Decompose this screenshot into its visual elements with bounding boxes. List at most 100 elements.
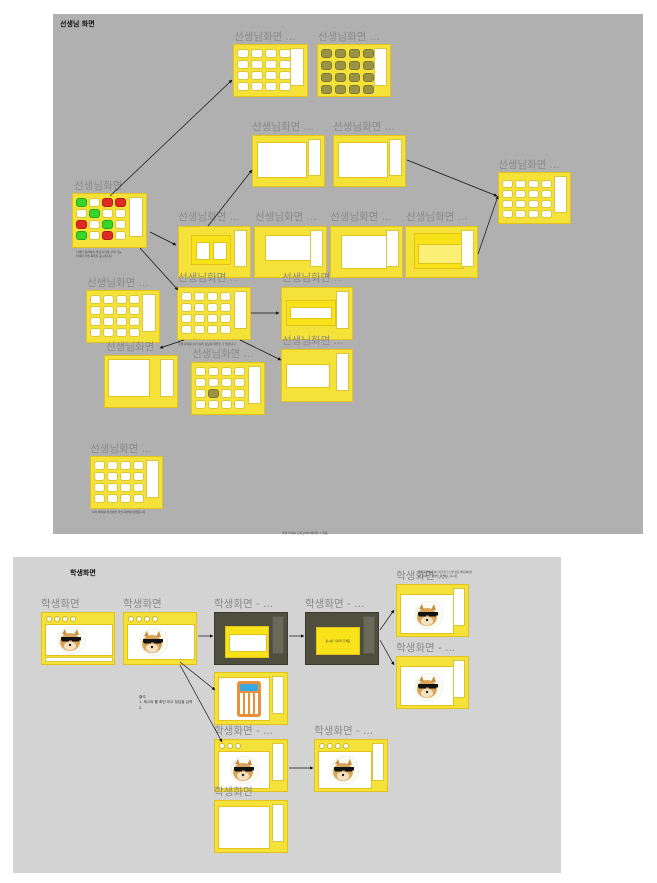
screen-teacher-10[interactable] [86,290,160,343]
seat[interactable] [107,461,118,470]
seat[interactable] [207,325,218,334]
seat[interactable] [207,314,218,323]
screen-student-3[interactable] [214,612,288,665]
seat[interactable] [181,325,192,334]
screen-student-1[interactable] [41,612,115,665]
seat[interactable] [181,314,192,323]
toolbar-button[interactable] [62,616,68,622]
seat[interactable] [234,378,245,387]
toolbar-button[interactable] [227,743,233,749]
seat[interactable] [115,209,126,218]
seat[interactable] [335,61,346,70]
seat[interactable] [251,60,263,69]
seat[interactable] [103,317,114,326]
seat[interactable] [221,400,232,409]
seat[interactable] [207,303,218,312]
seat[interactable] [194,292,205,301]
screen-teacher-2[interactable] [317,44,391,97]
seat[interactable] [528,190,539,198]
screen-teacher-14[interactable] [104,355,178,408]
seat[interactable] [363,49,374,58]
screen-student-8[interactable] [214,739,288,792]
seat[interactable] [107,483,118,492]
seat[interactable] [237,71,249,80]
toolbar-button[interactable] [54,616,60,622]
seat-present[interactable] [76,198,87,207]
seat-absent[interactable] [102,198,113,207]
seat[interactable] [115,220,126,229]
seat[interactable] [133,461,144,470]
seat[interactable] [194,303,205,312]
seat[interactable] [335,49,346,58]
seat[interactable] [129,295,140,304]
seat[interactable] [133,472,144,481]
screen-student-10[interactable] [214,800,288,853]
seat[interactable] [541,200,552,208]
screen-teacher-3[interactable] [252,135,325,187]
seat[interactable] [335,73,346,82]
screen-teacher-13[interactable] [281,349,353,402]
seat[interactable] [195,389,206,398]
seat[interactable] [208,400,219,409]
seat[interactable] [221,378,232,387]
seat[interactable] [195,367,206,376]
seat[interactable] [208,367,219,376]
seat[interactable] [265,71,277,80]
toolbar-button[interactable] [219,743,225,749]
seat[interactable] [116,306,127,315]
seat[interactable] [181,292,192,301]
seat[interactable] [515,190,526,198]
seat[interactable] [129,306,140,315]
seat[interactable] [102,209,113,218]
toolbar-button[interactable] [136,616,142,622]
seat[interactable] [107,494,118,503]
seat[interactable] [116,328,127,337]
seat[interactable] [265,49,277,58]
screen-student-2[interactable] [123,612,197,665]
screen-teacher-main[interactable] [72,193,147,248]
screen-student-6[interactable] [396,656,469,709]
seat[interactable] [265,60,277,69]
seat[interactable] [321,85,332,94]
seat[interactable] [115,231,126,240]
seat[interactable] [363,61,374,70]
seat[interactable] [363,85,374,94]
seat[interactable] [349,61,360,70]
seat[interactable] [237,60,249,69]
seat[interactable] [208,378,219,387]
seat[interactable] [541,190,552,198]
seat[interactable] [89,231,100,240]
seat[interactable] [89,220,100,229]
seat[interactable] [528,210,539,218]
seat[interactable] [349,73,360,82]
seat[interactable] [103,328,114,337]
seat[interactable] [120,483,131,492]
seat[interactable] [181,303,192,312]
seat[interactable] [129,317,140,326]
seat[interactable] [321,49,332,58]
screen-teacher-11[interactable] [177,287,251,340]
screen-teacher-12[interactable] [281,287,353,340]
seat[interactable] [251,49,263,58]
seat[interactable] [502,190,513,198]
toolbar-button[interactable] [343,743,349,749]
toolbar-button[interactable] [235,743,241,749]
seat[interactable] [220,325,231,334]
seat[interactable] [265,82,277,91]
seat[interactable] [221,367,232,376]
seat[interactable] [89,198,100,207]
toolbar-button[interactable] [335,743,341,749]
seat[interactable] [502,200,513,208]
seat[interactable] [94,461,105,470]
seat[interactable] [349,85,360,94]
seat[interactable] [103,295,114,304]
seat[interactable] [116,295,127,304]
seat[interactable] [90,306,101,315]
seat[interactable] [321,61,332,70]
seat-selected[interactable] [208,389,219,398]
seat[interactable] [220,303,231,312]
seat[interactable] [515,200,526,208]
seat-present[interactable] [89,209,100,218]
seat[interactable] [541,210,552,218]
seat[interactable] [528,200,539,208]
